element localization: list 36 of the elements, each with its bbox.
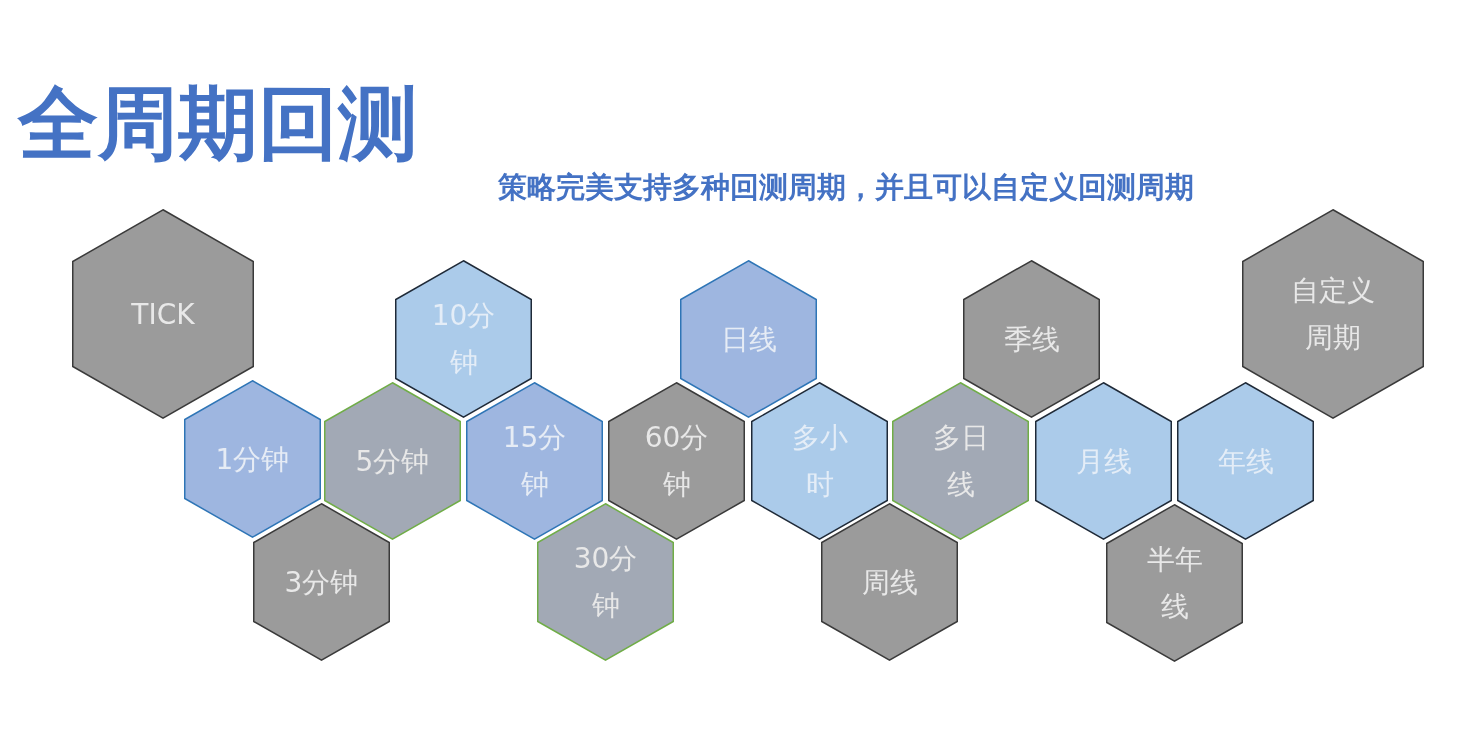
hexagon-tile: [324, 382, 461, 540]
hexagon-tile: [821, 503, 958, 661]
hexagon-tile: [537, 503, 674, 661]
hexagon-tile: [751, 382, 888, 540]
hexagon-tile: [608, 382, 745, 540]
period-label: 5分钟: [355, 443, 430, 480]
period-label: 1分钟: [215, 441, 290, 478]
period-label: 多日线: [931, 420, 990, 503]
hexagon-tile: [72, 209, 254, 419]
period-label: 周线: [861, 564, 918, 601]
hexagon-tile: [1177, 382, 1314, 540]
hexagon-tile: [892, 382, 1029, 540]
period-label: 10分钟: [430, 298, 497, 381]
hexagon-tile: [1242, 209, 1424, 419]
period-label: 多小时: [790, 420, 849, 503]
hexagon-tile: [253, 503, 390, 661]
period-label: 日线: [720, 321, 777, 358]
hexagon-tile: [395, 260, 532, 418]
period-label: 半年线: [1145, 542, 1204, 625]
subtitle: 策略完美支持多种回测周期，并且可以自定义回测周期: [498, 169, 1194, 206]
period-label: 60分钟: [643, 420, 710, 503]
hexagon-tile: [1106, 504, 1243, 662]
period-label: TICK: [131, 296, 195, 333]
period-label: 30分钟: [572, 541, 639, 624]
hexagon-tile: [1035, 382, 1172, 540]
hexagon-tile: [680, 260, 817, 418]
period-label: 季线: [1003, 321, 1060, 358]
period-label: 自定义周期: [1290, 273, 1376, 356]
hexagon-tile: [184, 380, 321, 538]
hexagon-tile: [466, 382, 603, 540]
page-title: 全周期回测: [18, 76, 418, 172]
period-label: 3分钟: [284, 564, 359, 601]
hexagon-tile: [963, 260, 1100, 418]
period-label: 年线: [1217, 443, 1274, 480]
period-label: 月线: [1075, 443, 1132, 480]
period-label: 15分钟: [501, 420, 568, 503]
